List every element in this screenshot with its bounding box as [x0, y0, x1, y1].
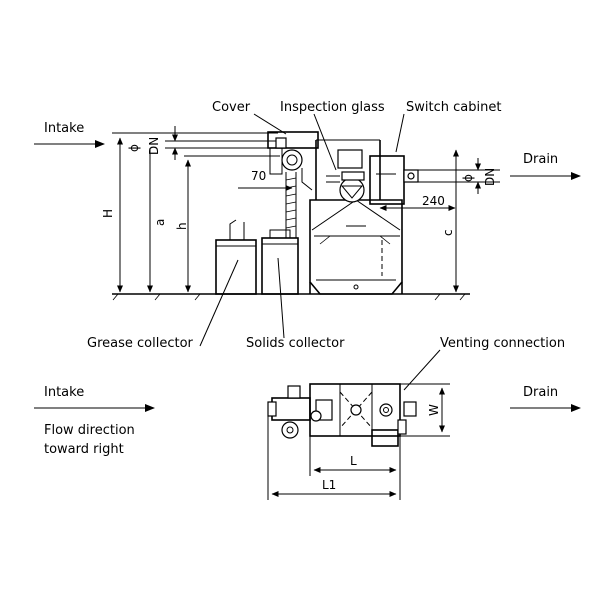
solids-collector-leader [277, 257, 285, 339]
dim-W-text: W [427, 404, 441, 416]
venting-leader [403, 349, 441, 391]
dim-phi-intake: ϕ [127, 144, 141, 152]
grease-collector-label: Grease collector [87, 336, 194, 351]
flow-direction-label-2: toward right [44, 442, 124, 457]
switch-cabinet-leader [395, 113, 405, 153]
venting-connection-label: Venting connection [440, 336, 565, 351]
dim-c-text: c [441, 229, 455, 236]
switch-cabinet-plan [371, 419, 407, 447]
intake-label-bottom: Intake [44, 385, 84, 400]
dim-L-text: L [350, 454, 357, 468]
separator-tank-side [309, 199, 403, 295]
drain-label-top: Drain [523, 152, 558, 167]
cover-leader [253, 113, 287, 135]
dim-phi-drain: ϕ [461, 174, 475, 182]
flexible-hose [285, 172, 297, 238]
venting-connection-plan [379, 401, 417, 417]
dim-dn-drain: DN [483, 168, 497, 186]
solids-collector-bin [261, 229, 299, 295]
inspection-glass-leader [313, 113, 337, 171]
dim-L1-text: L1 [322, 478, 336, 492]
dim-dn-intake: DN [147, 137, 161, 155]
intake-assembly-plan [267, 385, 322, 439]
drain-label-bottom: Drain [523, 385, 558, 400]
dim-240-text: 240 [422, 194, 445, 208]
solids-collector-label: Solids collector [246, 336, 345, 351]
inspection-glass-label: Inspection glass [280, 100, 385, 115]
dim-70-text: 70 [251, 169, 266, 183]
intake-pipe-cover [267, 131, 319, 191]
dim-a-text: a [153, 219, 167, 226]
grease-collector-leader [199, 259, 239, 347]
dim-H-text: H [101, 209, 115, 218]
switch-cabinet-label: Switch cabinet [406, 100, 501, 115]
cover-label: Cover [212, 100, 251, 115]
dim-h-text: h [175, 222, 189, 230]
floor-hatch [112, 293, 466, 301]
switch-cabinet-side [369, 155, 419, 205]
intake-label-top: Intake [44, 121, 84, 136]
flow-direction-label-1: Flow direction [44, 423, 135, 438]
grease-collector-bin [215, 219, 257, 295]
inspection-glass-assembly [315, 139, 381, 203]
